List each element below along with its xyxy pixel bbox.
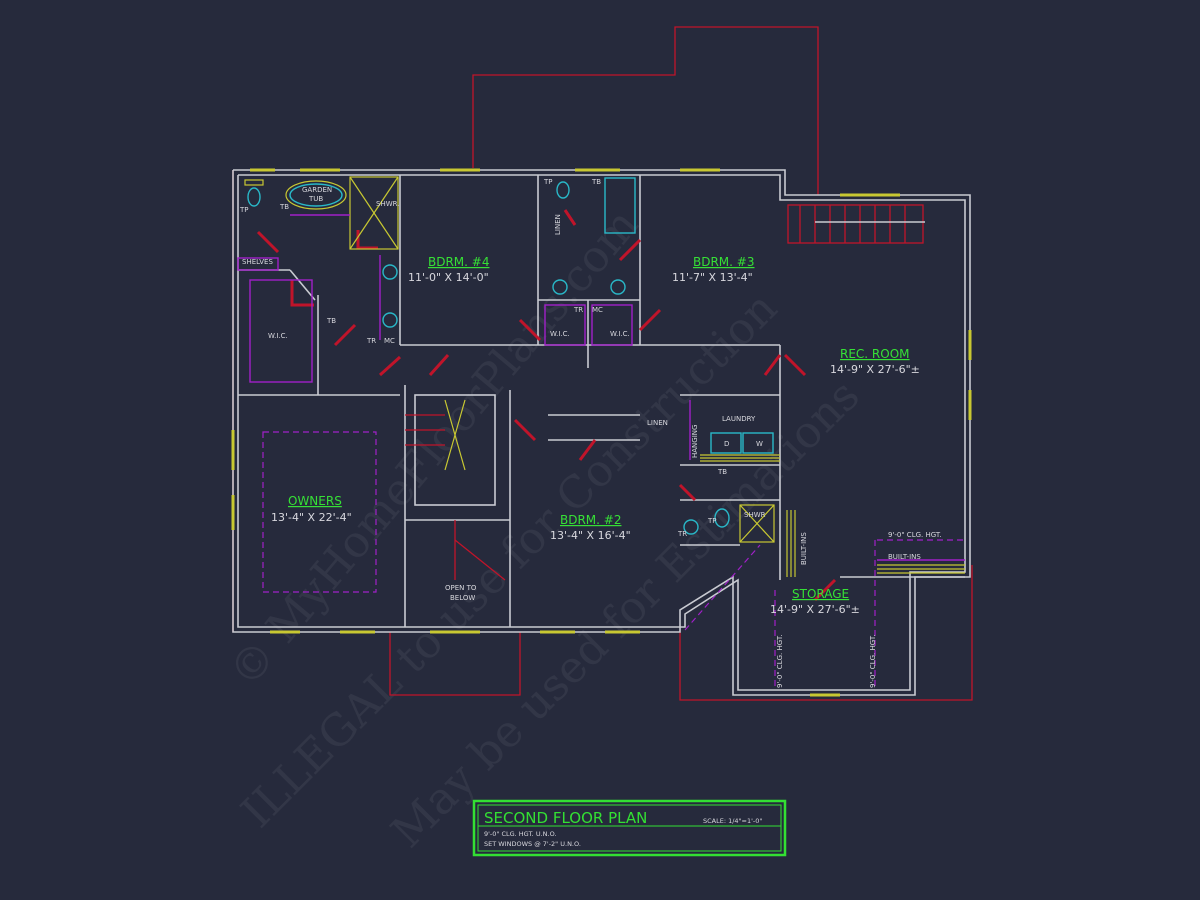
doors xyxy=(256,209,837,602)
windows xyxy=(231,168,972,697)
title-block: SECOND FLOOR PLAN SCALE: 1/4"=1'-0" 9'-0… xyxy=(472,799,787,857)
labels-laundry-label: LAUNDRY xyxy=(722,415,756,423)
title: SECOND FLOOR PLAN xyxy=(484,809,647,827)
owners-size-label: 13'-4" X 22'-4" xyxy=(271,511,352,524)
walls xyxy=(232,169,971,696)
storage-size-label: 14'-9" X 27'-6"± xyxy=(770,603,860,616)
labels-linen-label: LINEN xyxy=(647,419,668,427)
room-labels: OWNERS 13'-4" X 22'-4" BDRM. #4 11'-0" X 1… xyxy=(271,255,920,616)
owners-name-label: OWNERS xyxy=(288,494,342,508)
labels-hanging-label: HANGING xyxy=(691,425,699,458)
scale: SCALE: 1/4"=1'-0" xyxy=(703,817,762,825)
labels-washer-label: W xyxy=(756,440,763,448)
labels-shwr-label: SHWR. xyxy=(376,200,399,208)
labels-built-ins-label: BUILT-INS xyxy=(888,553,921,561)
labels-tb-label: TB xyxy=(326,317,336,325)
bdrm4-name-label: BDRM. #4 xyxy=(428,255,489,269)
labels-built-ins-label: BUILT-INS xyxy=(800,532,808,565)
rec-size-label: 14'-9" X 27'-6"± xyxy=(830,363,920,376)
labels-tp-label: TP xyxy=(707,517,717,525)
bdrm2-size-label: 13'-4" X 16'-4" xyxy=(550,529,631,542)
labels-wic-label: W.I.C. xyxy=(268,332,288,340)
note-windows: SET WINDOWS @ 7'-2" U.N.O. xyxy=(484,840,581,848)
labels-garden-tub-2-label: TUB xyxy=(308,195,323,203)
bdrm4-size-label: 11'-0" X 14'-0" xyxy=(408,271,489,284)
watermark: © MyHomeFloorPlans.com ILLEGAL to use fo… xyxy=(219,199,869,857)
labels-open1-label: OPEN TO xyxy=(445,584,477,592)
fixtures xyxy=(237,176,965,690)
stairs xyxy=(405,204,925,581)
labels-tp-label: TP xyxy=(239,206,249,214)
bdrm3-name-label: BDRM. #3 xyxy=(693,255,754,269)
labels-shelves-label: SHELVES xyxy=(242,258,273,266)
labels-garden-tub-1-label: GARDEN xyxy=(302,186,332,194)
labels-open2-label: BELOW xyxy=(450,594,475,602)
labels-mc-label: MC xyxy=(384,337,395,345)
bdrm2-name-label: BDRM. #2 xyxy=(560,513,621,527)
rec-name-label: REC. ROOM xyxy=(840,347,910,361)
labels-linen-label: LINEN xyxy=(554,214,562,235)
bdrm3-size-label: 11'-7" X 13'-4" xyxy=(672,271,753,284)
labels-tr-label: TR xyxy=(677,530,687,538)
labels-wic-label: W.I.C. xyxy=(610,330,630,338)
labels-tp-label: TP xyxy=(543,178,553,186)
storage-name-label: STORAGE xyxy=(792,587,849,601)
labels-dryer-label: D xyxy=(724,440,729,448)
labels-tr-label: TR xyxy=(366,337,376,345)
labels-clg-label: 9'-0" CLG. HGT. xyxy=(776,634,784,688)
labels-tb-label: TB xyxy=(591,178,601,186)
labels-tb-label: TB xyxy=(279,203,289,211)
note-ceiling: 9'-0" CLG. HGT. U.N.O. xyxy=(484,830,556,838)
labels-mc-label: MC xyxy=(592,306,603,314)
labels-wic-label: W.I.C. xyxy=(550,330,570,338)
labels-tb-label: TB xyxy=(717,468,727,476)
labels-shwr2-label: SHWR xyxy=(744,511,766,519)
labels-tr-label: TR xyxy=(573,306,583,314)
labels-clg-label: 9'-0" CLG. HGT. xyxy=(869,634,877,688)
labels-clg-label: 9'-0" CLG. HGT. xyxy=(888,531,942,539)
